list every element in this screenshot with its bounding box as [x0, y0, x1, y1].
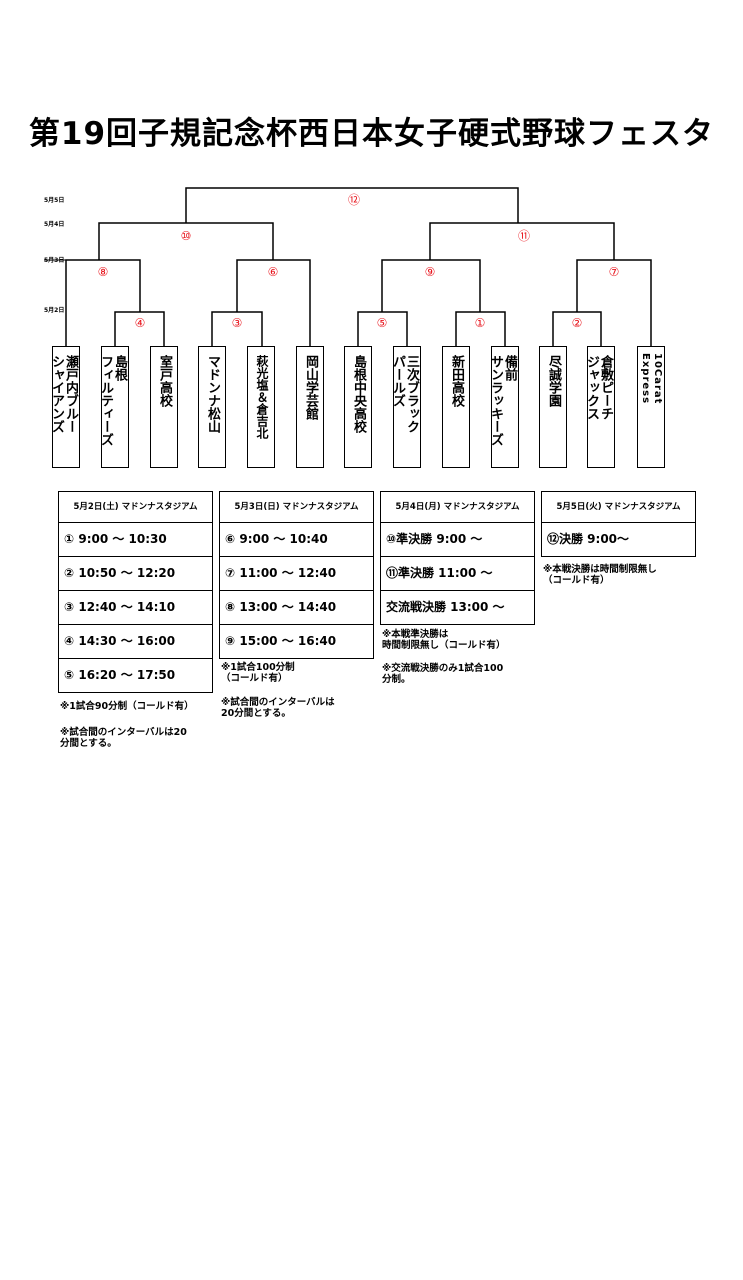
team-box-4: マドンナ松山	[198, 346, 226, 468]
schedule-note: ※試合間のインターバルは20 分間とする。	[60, 727, 187, 749]
round-label-1: ①	[475, 316, 486, 330]
schedule-note: ※本戦準決勝は 時間制限無し（コールド有）	[382, 629, 506, 651]
team-box-3: 室戸高校	[150, 346, 178, 468]
schedule-note: ※試合間のインターバルは 20分間とする。	[221, 697, 335, 719]
team-box-9: 新田高校	[442, 346, 470, 468]
round-label-8: ⑧	[98, 265, 109, 279]
schedule-row: ③ 12:40 ～ 14:10	[59, 591, 212, 625]
date-label-semifinal: 5月4日	[44, 220, 64, 228]
schedule-row: ⑪準決勝 11:00 ～	[381, 557, 534, 591]
team-name: 室戸高校	[157, 355, 172, 407]
schedule-row: ⑩準決勝 9:00 ～	[381, 523, 534, 557]
page-title: 第19回子規記念杯西日本女子硬式野球フェスタ	[28, 116, 715, 152]
bracket-line-r12	[185, 187, 519, 223]
team-box-7: 島根中央高校	[344, 346, 372, 468]
team-box-11: 尽誠学園	[539, 346, 567, 468]
tournament-bracket: 5月5日 5月4日 5月3日 5月2日 ④ ③ ⑤ ① ② ⑧ ⑥ ⑨ ⑦ ⑩ …	[44, 187, 652, 346]
schedule-row: 交流戦決勝 13:00 ～	[386, 600, 505, 614]
team-name: マドンナ松山	[205, 355, 220, 433]
schedule-table-may4: 5月4日(月) マドンナスタジアム ⑩準決勝 9:00 ～ ⑪準決勝 11:00…	[380, 491, 535, 625]
round-label-2: ②	[572, 316, 583, 330]
team-box-5: 萩光塩＆倉吉北	[247, 346, 275, 468]
team-box-6: 岡山学芸館	[296, 346, 324, 468]
schedule-table-may5: 5月5日(火) マドンナスタジアム ⑫決勝 9:00～	[541, 491, 696, 557]
round-label-12: ⑫	[348, 193, 360, 207]
schedule-note: ※交流戦決勝のみ1試合100 分制。	[382, 663, 504, 685]
team-box-12: 倉敷ピーチジャックス	[587, 346, 615, 468]
schedule-row: ⑧ 13:00 ～ 14:40	[220, 591, 373, 625]
team-name: 三次ブラックパールズ	[393, 355, 419, 433]
date-label-round1: 5月2日	[44, 306, 64, 314]
team-box-8: 三次ブラックパールズ	[393, 346, 421, 468]
date-label-final: 5月5日	[44, 196, 64, 204]
team-name: 備前サンラッキーズ	[491, 355, 517, 446]
team-name: 岡山学芸館	[303, 355, 318, 420]
schedule-row: ④ 14:30 ～ 16:00	[59, 625, 212, 659]
schedule-table-may2: 5月2日(土) マドンナスタジアム ① 9:00 ～ 10:30 ② 10:50…	[58, 491, 213, 693]
schedule-row: ② 10:50 ～ 12:20	[59, 557, 212, 591]
round-label-6: ⑥	[268, 265, 279, 279]
schedule-row: ⑥ 9:00 ～ 10:40	[220, 523, 373, 557]
schedule-header: 5月4日(月) マドンナスタジアム	[381, 492, 534, 523]
schedule-row: ⑫決勝 9:00～	[547, 532, 630, 546]
team-name: 倉敷ピーチジャックス	[587, 355, 613, 420]
schedule-note: ※1試合100分制 （コールド有）	[221, 662, 295, 684]
team-name: 尽誠学園	[546, 355, 561, 407]
team-name: 新田高校	[449, 355, 464, 407]
team-name: 瀬戸内ブルーシャイアンズ	[52, 355, 78, 433]
schedule-note: ※本戦決勝は時間制限無し （コールド有）	[543, 564, 657, 586]
bracket-line-r11	[429, 222, 615, 260]
bracket-line-r9	[381, 259, 481, 312]
schedule-table-may3: 5月3日(日) マドンナスタジアム ⑥ 9:00 ～ 10:40 ⑦ 11:00…	[219, 491, 374, 659]
schedule-row: ⑦ 11:00 ～ 12:40	[220, 557, 373, 591]
round-label-10: ⑩	[181, 229, 192, 243]
schedule-row: ⑤ 16:20 ～ 17:50	[64, 668, 176, 682]
schedule-row: ① 9:00 ～ 10:30	[59, 523, 212, 557]
schedule-header: 5月5日(火) マドンナスタジアム	[542, 492, 695, 523]
team-name: 島根中央高校	[351, 355, 366, 433]
round-label-4: ④	[135, 316, 146, 330]
round-label-7: ⑦	[609, 265, 620, 279]
team-name: 島根フィルティーズ	[101, 355, 127, 446]
bracket-line-r8	[65, 259, 141, 346]
team-name: 萩光塩＆倉吉北	[255, 355, 269, 439]
schedule-note: ※1試合90分制（コールド有）	[60, 701, 194, 712]
round-label-9: ⑨	[425, 265, 436, 279]
round-label-3: ③	[232, 316, 243, 330]
team-box-1: 瀬戸内ブルーシャイアンズ	[52, 346, 80, 468]
schedule-header: 5月3日(日) マドンナスタジアム	[220, 492, 373, 523]
schedule-header: 5月2日(土) マドンナスタジアム	[59, 492, 212, 523]
round-label-5: ⑤	[377, 316, 388, 330]
schedule-row: ⑨ 15:00 ～ 16:40	[225, 634, 337, 648]
team-box-10: 備前サンラッキーズ	[491, 346, 519, 468]
round-label-11: ⑪	[518, 229, 530, 243]
team-box-2: 島根フィルティーズ	[101, 346, 129, 468]
